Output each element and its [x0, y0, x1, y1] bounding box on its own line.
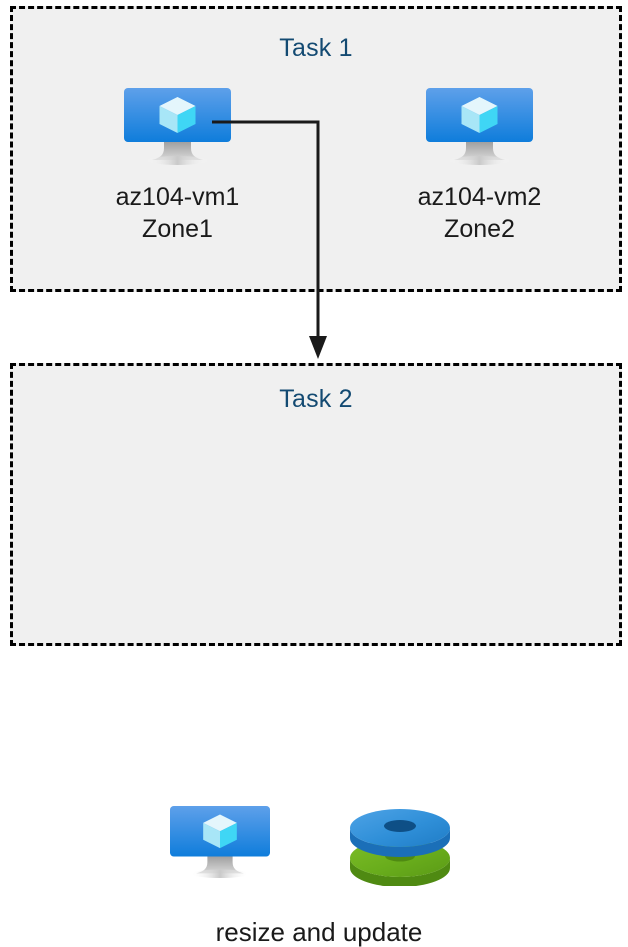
task-2-title: Task 2 [279, 385, 353, 413]
connector-arrowhead [309, 336, 327, 359]
node-resize-vm[interactable] [155, 806, 285, 884]
resize-and-update-caption: resize and update [215, 917, 423, 947]
managed-disks-icon [347, 806, 454, 887]
node-az104-vm1[interactable]: az104-vm1 Zone1 [71, 88, 284, 245]
task-1-container: Task 1 [10, 6, 622, 292]
node-label-az104-vm1: az104-vm1 Zone1 [115, 183, 240, 243]
virtual-machine-icon [170, 806, 270, 879]
diagram-canvas: Task 1 [10, 6, 622, 945]
node-label-az104-vm2: az104-vm2 Zone2 [417, 183, 542, 243]
node-managed-disks[interactable] [343, 806, 458, 891]
task-1-title: Task 1 [279, 34, 353, 62]
task-2-container: Task 2 [10, 363, 622, 945]
virtual-machine-icon [124, 88, 231, 166]
virtual-machine-icon [426, 88, 533, 166]
node-az104-vm2[interactable]: az104-vm2 Zone2 [373, 88, 586, 245]
